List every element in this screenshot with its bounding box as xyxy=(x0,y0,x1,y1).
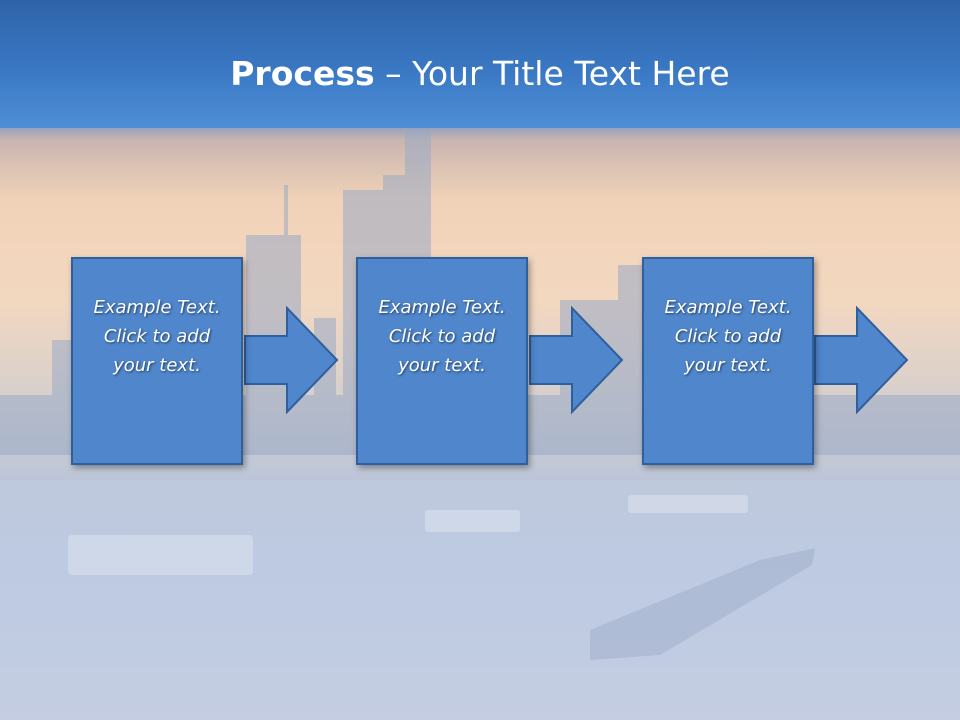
title-bar xyxy=(0,0,960,128)
arrow-right-icon xyxy=(529,306,624,414)
step-line: Click to add xyxy=(103,325,211,347)
step-text-2: Example Text. Click to add your text. xyxy=(378,293,505,380)
title-bold: Process xyxy=(230,54,375,93)
step-line: your text. xyxy=(398,354,486,376)
slide-title[interactable]: Process – Your Title Text Here xyxy=(0,52,960,96)
title-rest: – Your Title Text Here xyxy=(374,54,730,93)
arrow-right-icon xyxy=(814,306,909,414)
step-line: Example Text. xyxy=(378,296,506,318)
step-box-1[interactable]: Example Text. Click to add your text. xyxy=(71,257,243,465)
step-text-3: Example Text. Click to add your text. xyxy=(664,293,791,380)
arrow-right-icon xyxy=(244,306,339,414)
step-line: your text. xyxy=(684,354,772,376)
step-line: Example Text. xyxy=(93,296,221,318)
step-line: your text. xyxy=(113,354,201,376)
step-box-3[interactable]: Example Text. Click to add your text. xyxy=(642,257,814,465)
step-line: Click to add xyxy=(674,325,782,347)
step-text-1: Example Text. Click to add your text. xyxy=(93,293,220,380)
step-line: Click to add xyxy=(388,325,496,347)
step-line: Example Text. xyxy=(664,296,792,318)
step-box-2[interactable]: Example Text. Click to add your text. xyxy=(356,257,528,465)
